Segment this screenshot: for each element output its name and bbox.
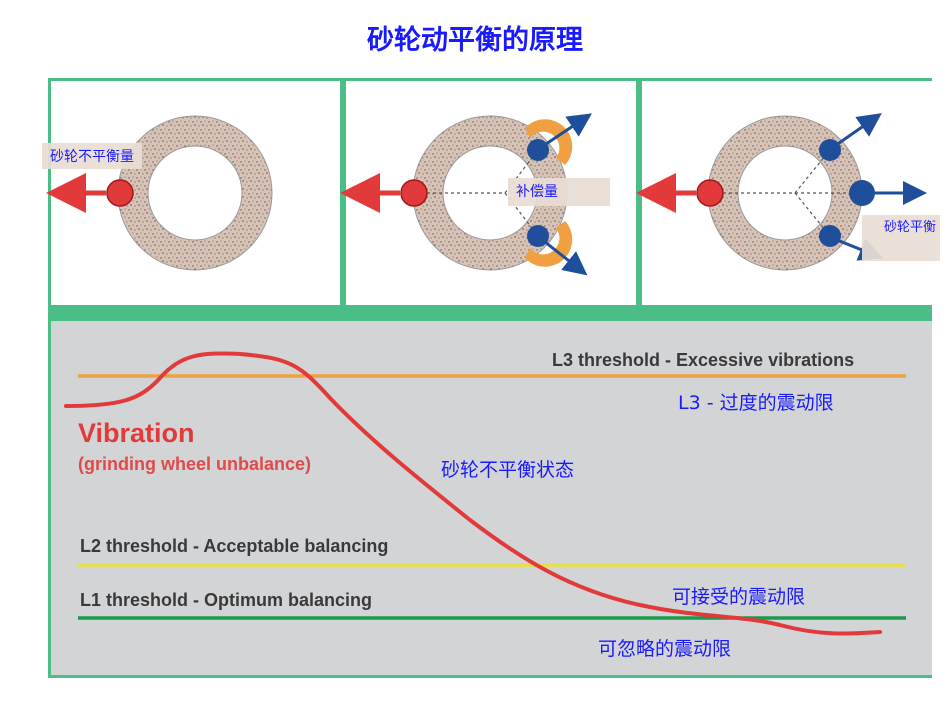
wheel-unbalanced [117, 115, 273, 271]
page-title: 砂轮动平衡的原理 [367, 25, 583, 56]
compensation-arc-top [525, 119, 573, 165]
unbalance-mass-3 [696, 179, 724, 207]
vibration-chart-area [51, 321, 932, 675]
balance-guides [723, 149, 855, 237]
balance-weight-right [849, 180, 875, 206]
unbalance-tag: 砂轮不平衡量 [42, 143, 142, 169]
compensation-tag: 补偿量 [508, 178, 610, 206]
l1-threshold-label: L1 threshold - Optimum balancing [80, 590, 373, 610]
vibration-label: Vibration [78, 418, 195, 448]
vibration-sublabel: (grinding wheel unbalance) [78, 454, 312, 474]
balance-weight-bottom [819, 225, 841, 247]
compensation-vector-top [539, 113, 592, 150]
l3-threshold-cn: L3 - 过度的震动限 [678, 392, 834, 414]
compensation-weight-top [527, 139, 549, 161]
compensation-guides [427, 149, 539, 237]
balance-weight-top [819, 139, 841, 161]
l2-threshold-cn: 可接受的震动限 [672, 586, 806, 608]
unbalance-mass-2 [400, 179, 428, 207]
vibration-curve [64, 351, 882, 636]
curve-cn-label: 砂轮不平衡状态 [441, 459, 575, 481]
l1-threshold-cn: 可忽略的震动限 [598, 638, 732, 660]
compensation-weight-bottom [527, 225, 549, 247]
l3-threshold-label: L3 threshold - Excessive vibrations [552, 350, 855, 370]
balanced-tag: 砂轮平衡 [862, 215, 940, 261]
l2-threshold-label: L2 threshold - Acceptable balancing [80, 536, 389, 556]
unbalance-mass [106, 179, 134, 207]
